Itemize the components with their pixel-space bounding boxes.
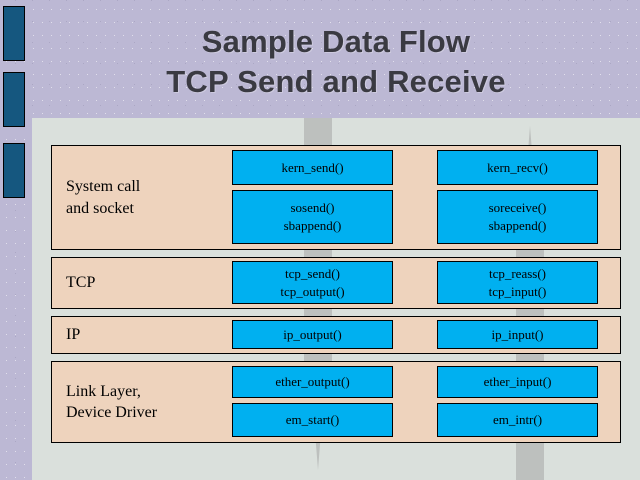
- function-box-em-start[interactable]: em_start(): [232, 403, 393, 437]
- function-box-tcp-reass[interactable]: tcp_reass() tcp_input(): [437, 261, 598, 304]
- slide-title-line-2: TCP Send and Receive: [166, 63, 506, 99]
- layer-label-link-layer: Link Layer, Device Driver: [66, 382, 158, 421]
- slide-title-line-1: Sample Data Flow: [201, 24, 471, 59]
- layer-label-ip: IP: [66, 326, 81, 344]
- accent-bar-3: [3, 143, 25, 198]
- function-box-em-intr[interactable]: em_intr(): [437, 403, 598, 437]
- function-box-ip-input[interactable]: ip_input(): [437, 320, 598, 349]
- layer-row-system-call: System call and socket kern_send() sosen…: [51, 145, 621, 250]
- left-accent-bar-group: [0, 0, 32, 480]
- layer-row-link-layer: Link Layer, Device Driver ether_output()…: [51, 361, 621, 443]
- accent-bar-1: [3, 6, 25, 61]
- diagram-panel: System call and socket kern_send() sosen…: [32, 118, 640, 480]
- slide-title: Sample Data Flow TCP Send and Receive: [32, 22, 640, 101]
- protocol-stack-rows: System call and socket kern_send() sosen…: [32, 118, 640, 480]
- function-box-ether-input[interactable]: ether_input(): [437, 366, 598, 398]
- function-box-kern-send[interactable]: kern_send(): [232, 150, 393, 185]
- layer-label-tcp: TCP: [66, 274, 96, 292]
- accent-bar-2: [3, 72, 25, 127]
- function-box-tcp-send[interactable]: tcp_send() tcp_output(): [232, 261, 393, 304]
- function-box-kern-recv[interactable]: kern_recv(): [437, 150, 598, 185]
- layer-row-tcp: TCP tcp_send() tcp_output() tcp_reass() …: [51, 257, 621, 309]
- function-box-sosend[interactable]: sosend() sbappend(): [232, 190, 393, 244]
- function-box-ether-output[interactable]: ether_output(): [232, 366, 393, 398]
- layer-label-system-call: System call and socket: [66, 178, 141, 217]
- function-box-soreceive[interactable]: soreceive() sbappend(): [437, 190, 598, 244]
- function-box-ip-output[interactable]: ip_output(): [232, 320, 393, 349]
- layer-row-ip: IP ip_output() ip_input(): [51, 316, 621, 354]
